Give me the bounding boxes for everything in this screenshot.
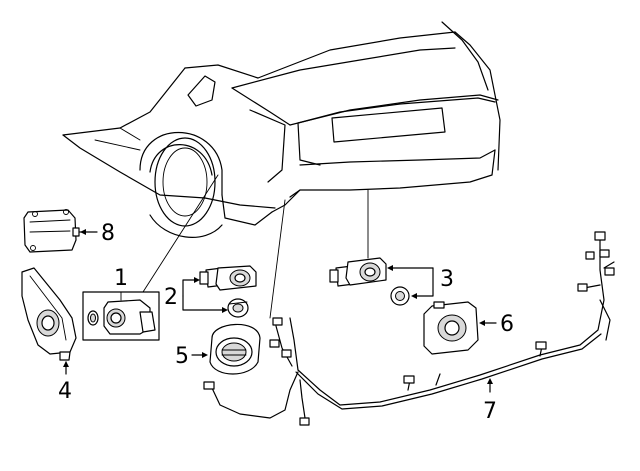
callout-7: 7 — [483, 399, 497, 424]
callout-6: 6 — [500, 312, 514, 337]
callout-3: 3 — [440, 267, 454, 292]
arrow-2-lower — [182, 295, 227, 311]
parking-assist-module — [23, 209, 98, 253]
callout-5: 5 — [175, 344, 189, 369]
callout-4: 4 — [58, 379, 72, 404]
bezel-sensor-6 — [423, 301, 497, 355]
callout-2: 2 — [164, 285, 178, 310]
sensor-bracket — [21, 267, 77, 375]
ultrasonic-sensor-2 — [182, 265, 257, 318]
vehicle-rear-outline — [62, 21, 501, 238]
ultrasonic-sensor-3 — [329, 257, 434, 306]
arrow-2-upper — [182, 279, 199, 297]
parking-sensor-kit-box — [82, 291, 160, 341]
callout-1: 1 — [114, 266, 128, 291]
callout-8: 8 — [101, 221, 115, 246]
leader-lines — [142, 174, 369, 319]
round-sensor-5 — [191, 323, 261, 375]
wiring-harness — [203, 231, 615, 426]
arrow-3-lower — [412, 267, 434, 297]
